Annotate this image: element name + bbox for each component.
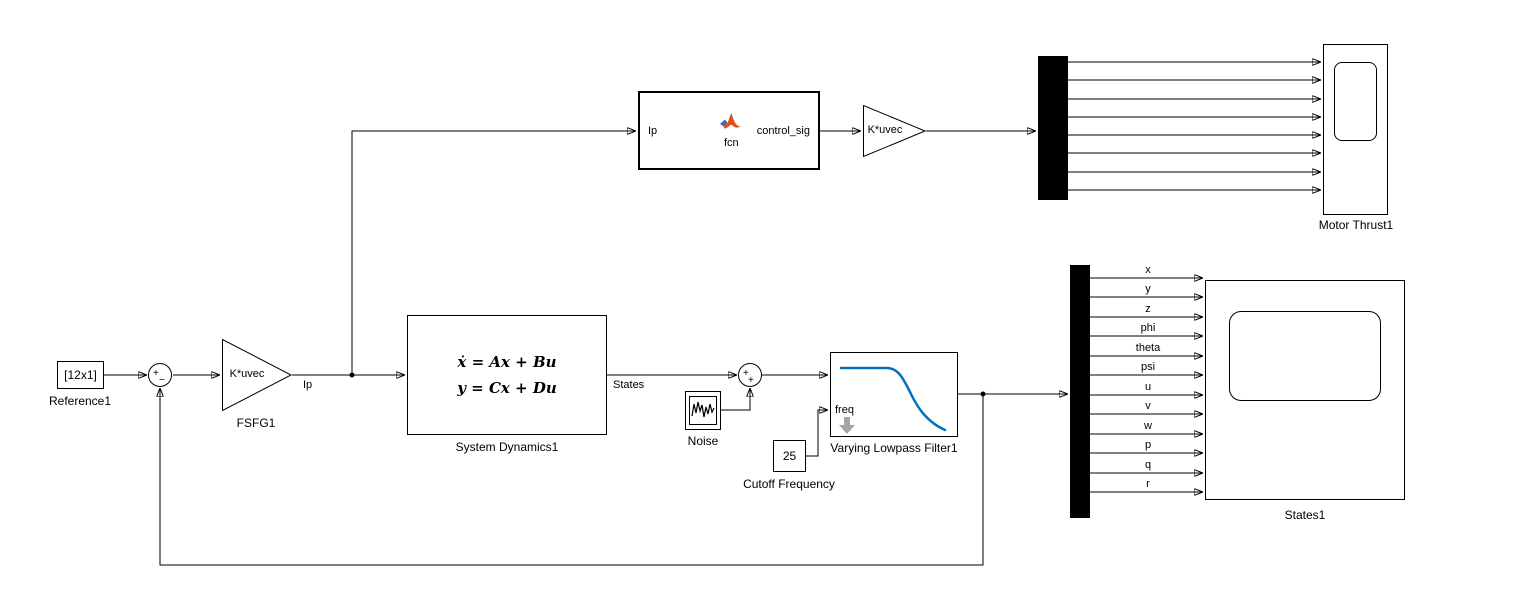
- mux-block[interactable]: [1038, 56, 1068, 200]
- sum1-plus-sign: +: [153, 368, 159, 379]
- signal-label: u: [1144, 381, 1152, 393]
- states1-scope-block[interactable]: [1205, 280, 1405, 500]
- fcn-output-port-label: control_sig: [756, 125, 810, 137]
- scope-screen: [1229, 311, 1381, 401]
- noise-label: Noise: [687, 434, 719, 448]
- demux-block[interactable]: [1070, 265, 1090, 518]
- fsfg1-gain-block[interactable]: K*uvec: [222, 339, 292, 411]
- branch-point: [980, 391, 986, 397]
- sum2-plus-left-sign: +: [743, 368, 749, 379]
- wire-cutoff-to-freq-port[interactable]: [806, 410, 828, 457]
- motor-thrust1-label: Motor Thrust1: [1318, 218, 1394, 232]
- gain-triangle: [863, 105, 926, 157]
- gain-triangle: [222, 339, 292, 411]
- signal-label: theta: [1135, 342, 1161, 354]
- cutoff-frequency-value: 25: [782, 449, 797, 463]
- freq-down-arrow-icon: [839, 417, 855, 434]
- gain2-gain-text: K*uvec: [867, 124, 903, 136]
- mux-output-wires[interactable]: [1068, 62, 1321, 190]
- reference1-constant-block[interactable]: [12x1]: [57, 361, 104, 389]
- signal-label: q: [1144, 459, 1152, 471]
- fcn-name-label: fcn: [724, 137, 739, 149]
- signal-label: x: [1145, 264, 1151, 276]
- noise-waveform-icon: [689, 396, 717, 425]
- matlab-function-block[interactable]: Ip fcn control_sig: [638, 91, 820, 170]
- wire-noise-to-sum2[interactable]: [721, 388, 750, 411]
- demux-output-wires[interactable]: [1090, 278, 1203, 492]
- noise-block[interactable]: [685, 391, 721, 430]
- wire-branch-to-matlab-function[interactable]: [351, 131, 636, 375]
- cutoff-frequency-block[interactable]: 25: [773, 440, 806, 472]
- branch-point: [349, 372, 355, 378]
- sum2-plus-bottom-sign: +: [748, 375, 754, 386]
- system-dynamics1-block[interactable]: ẋ = Ax + Bu y = Cx + Du: [407, 315, 607, 435]
- fsfg1-gain-text: K*uvec: [229, 368, 265, 380]
- sum1-minus-sign: −: [159, 375, 165, 386]
- varying-lowpass-filter1-block[interactable]: freq: [830, 352, 958, 437]
- signal-label: p: [1144, 439, 1152, 451]
- gain2-block[interactable]: K*uvec: [863, 105, 926, 157]
- scope-screen: [1334, 62, 1377, 141]
- signal-label: z: [1145, 303, 1151, 315]
- signal-label: v: [1145, 400, 1151, 412]
- signal-label: r: [1146, 478, 1150, 490]
- states-port-label: States: [613, 379, 645, 391]
- signal-label: y: [1145, 283, 1151, 295]
- signal-label: w: [1144, 420, 1152, 432]
- varying-lowpass-filter1-label: Varying Lowpass Filter1: [830, 441, 958, 455]
- output-equation: y = Cx + Du: [457, 379, 557, 397]
- wire-feedback-to-sum1[interactable]: [160, 388, 984, 566]
- sum2-block[interactable]: + +: [738, 363, 762, 387]
- ip-port-label: Ip: [303, 379, 313, 391]
- motor-thrust1-scope-block[interactable]: [1323, 44, 1388, 215]
- cutoff-frequency-label: Cutoff Frequency: [743, 477, 835, 491]
- lowpass-response-curve: [839, 366, 947, 432]
- state-equation: ẋ = Ax + Bu: [457, 353, 557, 371]
- signal-label: phi: [1140, 322, 1156, 334]
- sum1-block[interactable]: + −: [148, 363, 172, 387]
- fsfg1-label: FSFG1: [236, 416, 276, 430]
- freq-port-label: freq: [835, 404, 854, 416]
- signal-label: psi: [1140, 361, 1156, 373]
- reference1-label: Reference1: [48, 394, 112, 408]
- system-dynamics1-label: System Dynamics1: [455, 440, 559, 454]
- states1-label: States1: [1284, 508, 1326, 522]
- fcn-input-port-label: Ip: [648, 125, 658, 137]
- reference1-value: [12x1]: [64, 368, 97, 382]
- matlab-logo-icon: [720, 113, 741, 129]
